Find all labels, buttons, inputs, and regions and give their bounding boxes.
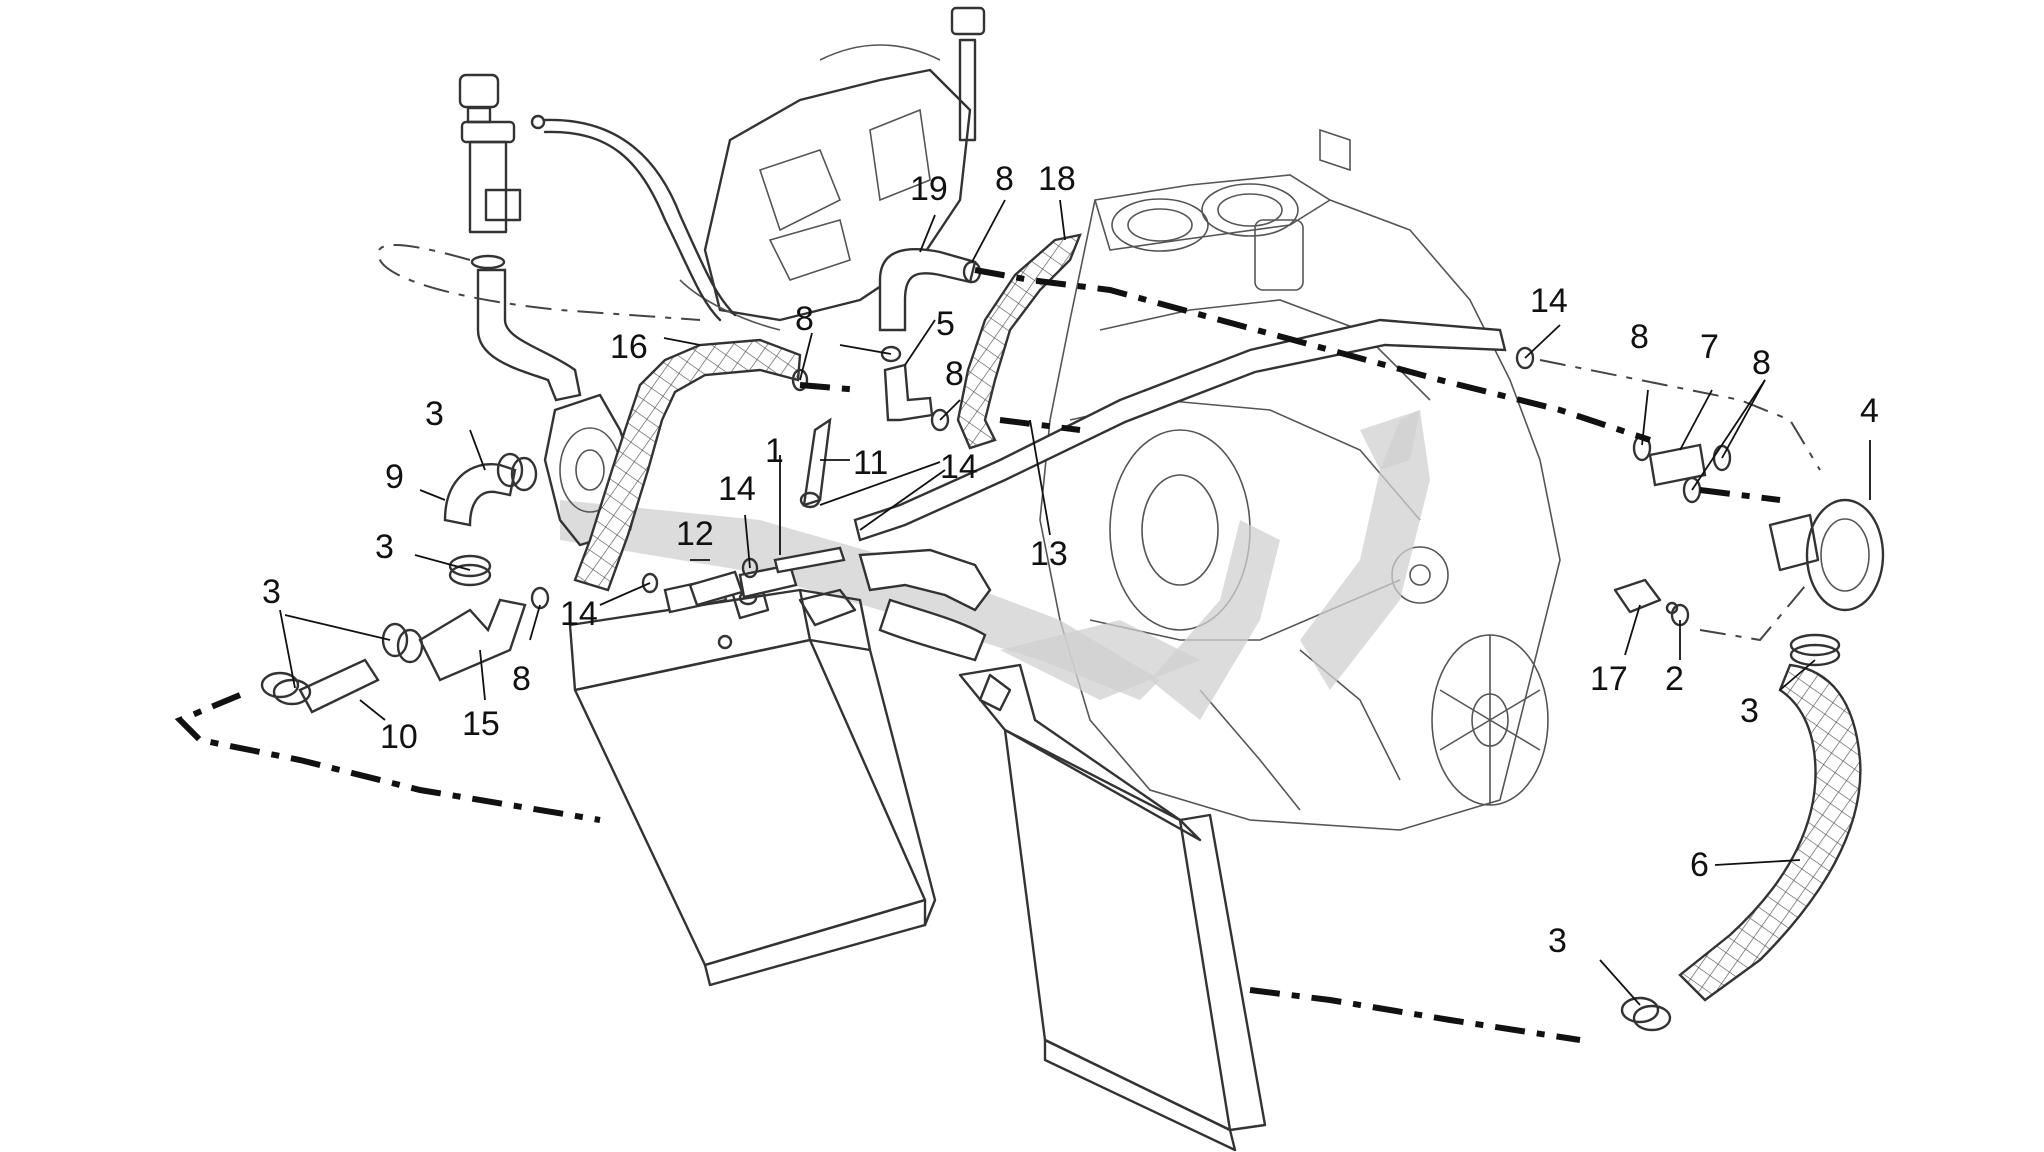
callout-16: 16 xyxy=(610,328,648,366)
callout-8: 8 xyxy=(1630,318,1649,356)
callout-8: 8 xyxy=(1752,344,1771,382)
callout-7: 7 xyxy=(1700,328,1719,366)
right-radiator xyxy=(958,663,1267,1152)
coolant-flow-arrows xyxy=(560,410,1430,720)
callout-9: 9 xyxy=(385,458,404,496)
expansion-tank xyxy=(679,6,986,331)
callout-11: 11 xyxy=(853,444,888,482)
callout-12: 12 xyxy=(676,515,714,553)
hoses xyxy=(298,233,1885,1002)
callout-14: 14 xyxy=(940,448,978,486)
callout-6: 6 xyxy=(1690,846,1709,884)
callout-3: 3 xyxy=(262,573,281,611)
callout-13: 13 xyxy=(1030,535,1068,573)
callout-8: 8 xyxy=(512,660,531,698)
callout-15: 15 xyxy=(462,705,500,743)
callout-4: 4 xyxy=(1860,392,1879,430)
callout-10: 10 xyxy=(380,718,418,756)
callout-18: 18 xyxy=(1038,160,1076,198)
leader-lines xyxy=(279,199,1871,1006)
callout-3: 3 xyxy=(425,395,444,433)
clamps-and-washers xyxy=(260,260,1841,1032)
callout-8: 8 xyxy=(795,300,814,338)
left-radiator xyxy=(568,578,937,987)
callout-3: 3 xyxy=(375,528,394,566)
callout-8: 8 xyxy=(995,160,1014,198)
callout-3: 3 xyxy=(1740,692,1759,730)
callout-8: 8 xyxy=(945,355,964,393)
callout-2: 2 xyxy=(1665,660,1684,698)
callout-17: 17 xyxy=(1590,660,1628,698)
callout-14: 14 xyxy=(718,470,756,508)
callout-5: 5 xyxy=(936,305,955,343)
callout-labels: 1 2 3 3 3 3 3 4 5 6 7 8 8 8 8 8 8 9 10 1… xyxy=(262,160,1879,960)
callout-1: 1 xyxy=(765,432,784,470)
filler-neck xyxy=(458,73,737,402)
callout-3: 3 xyxy=(1548,922,1567,960)
engine-block xyxy=(1039,128,1561,831)
callout-14: 14 xyxy=(560,595,598,633)
callout-14: 14 xyxy=(1530,282,1568,320)
flow-path-lines xyxy=(174,244,1821,1043)
callout-19: 19 xyxy=(910,170,948,208)
